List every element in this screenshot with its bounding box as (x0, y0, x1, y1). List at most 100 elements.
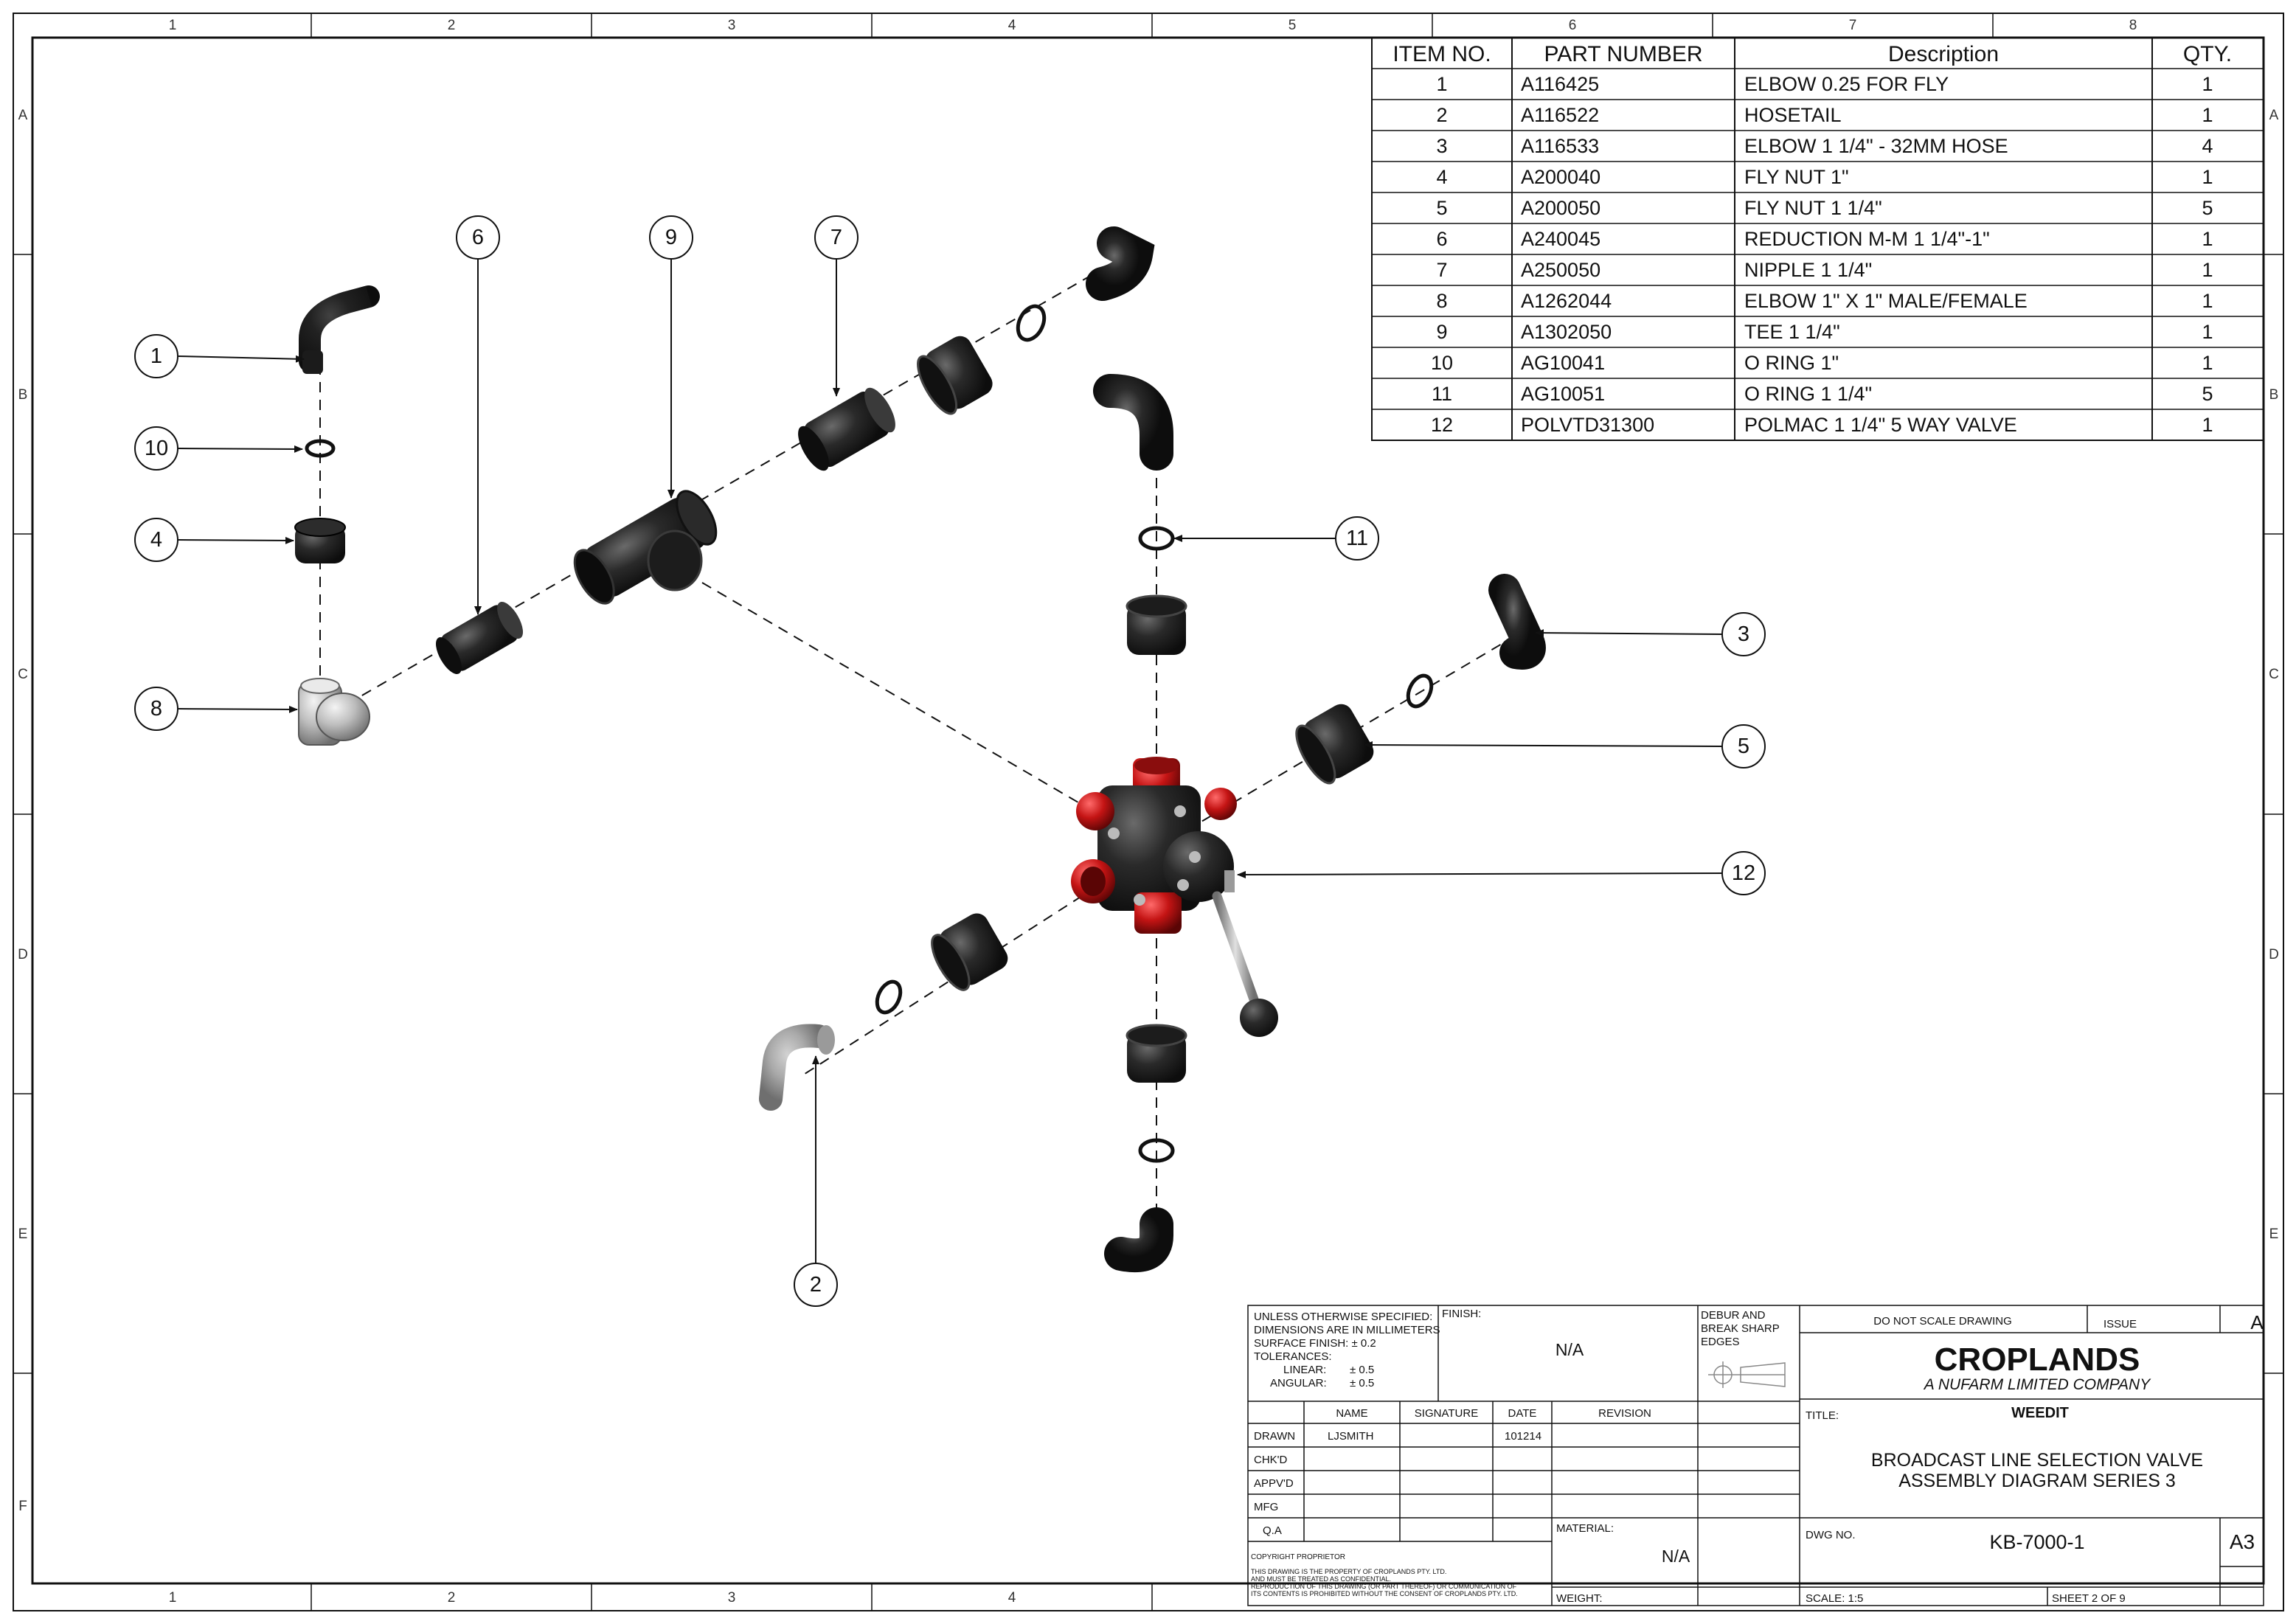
balloon-2-label: 2 (810, 1273, 822, 1297)
bom-cell-part: A240045 (1521, 228, 1600, 250)
o-ring-part-10 (305, 439, 336, 458)
bom-cell-desc: TEE 1 1/4" (1744, 321, 1840, 343)
debur-symbol (1708, 1361, 1786, 1388)
fly-nut-part-4 (294, 518, 346, 563)
bom-cell-item: 4 (1436, 166, 1447, 188)
zone-col-7-top: 7 (1849, 18, 1857, 33)
balloon-10: 10 (134, 426, 178, 471)
bom-cell-part: A116425 (1521, 73, 1599, 95)
tb-material: N/A (1662, 1547, 1690, 1566)
o-ring-part-11-b (1138, 526, 1175, 551)
bom-cell-part: A250050 (1521, 259, 1600, 281)
balloon-9: 9 (649, 215, 693, 260)
bom-cell-qty: 1 (2202, 414, 2213, 436)
bom-cell-desc: ELBOW 0.25 FOR FLY (1744, 73, 1949, 95)
tb-copyright-1: THIS DRAWING IS THE PROPERTY OF CROPLAND… (1251, 1568, 1446, 1575)
bom-cell-desc: POLMAC 1 1/4" 5 WAY VALVE (1744, 414, 2017, 436)
fly-nut-part-5-c (1295, 704, 1374, 785)
zinc-elbow-part-8 (298, 678, 370, 746)
bom-cell-qty: 5 (2202, 197, 2213, 219)
tb-copyright-4: ITS CONTENTS IS PROHIBITED WITHOUT THE C… (1251, 1590, 1518, 1597)
bom-cell-part: A200050 (1521, 197, 1600, 219)
elbow-fly-part-1 (299, 285, 380, 374)
bom-cell-desc: FLY NUT 1 1/4" (1744, 197, 1882, 219)
o-ring-part-10-b (875, 979, 903, 1015)
bom-header-desc: Description (1888, 42, 1999, 66)
balloon-7: 7 (814, 215, 859, 260)
bom-cell-part: A200040 (1521, 166, 1600, 188)
tb-size: A3 (2230, 1530, 2255, 1553)
tb-material-label: MATERIAL: (1556, 1522, 1614, 1535)
bom-cell-part: A1302050 (1521, 321, 1612, 343)
zone-col-2-bottom: 2 (448, 1590, 456, 1606)
bom-cell-part: A1262044 (1521, 290, 1612, 312)
zone-row-f-left: F (18, 1499, 27, 1514)
balloon-10-label: 10 (145, 437, 168, 460)
bom-cell-item: 3 (1436, 135, 1447, 157)
zone-row-e-right: E (2269, 1226, 2279, 1242)
bom-cell-desc: O RING 1" (1744, 352, 1839, 374)
tb-issue-label: ISSUE (2103, 1318, 2137, 1330)
tb-title-main: WEEDIT (2011, 1405, 2069, 1421)
tb-spec-2: DIMENSIONS ARE IN MILLIMETERS (1254, 1324, 1440, 1336)
o-ring-part-11-a (1016, 304, 1047, 342)
zone-col-4-top: 4 (1008, 18, 1016, 33)
bom-header-qty: QTY. (2183, 42, 2232, 66)
title-block: UNLESS OTHERWISE SPECIFIED: DIMENSIONS A… (1247, 1305, 2264, 1606)
bom-cell-desc: REDUCTION M-M 1 1/4"-1" (1744, 228, 1990, 250)
nipple-part-7 (798, 387, 895, 471)
tb-issue: A (2250, 1311, 2264, 1333)
zone-col-5-top: 5 (1289, 18, 1297, 33)
company-sub: A NUFARM LIMITED COMPANY (1923, 1376, 2151, 1393)
bom-cell-item: 2 (1436, 104, 1447, 126)
elbow-part-3-b (1093, 374, 1173, 471)
tb-role-qa: Q.A (1263, 1524, 1282, 1537)
zone-row-c-right: C (2269, 667, 2279, 682)
tb-finish-label: FINISH: (1442, 1308, 1481, 1320)
zone-row-d-right: D (2269, 947, 2279, 962)
tb-spec-3: SURFACE FINISH: ± 0.2 (1254, 1337, 1376, 1350)
tb-tol-angular-label: ANGULAR: (1270, 1377, 1327, 1389)
tb-dwg-no-label: DWG NO. (1806, 1529, 1856, 1541)
balloon-2: 2 (794, 1263, 838, 1307)
balloon-3-label: 3 (1738, 622, 1749, 646)
fly-nut-part-5-d (1126, 1024, 1187, 1083)
tee-part-9 (573, 490, 718, 605)
balloon-8: 8 (134, 687, 178, 731)
o-ring-part-11-d (1138, 1138, 1175, 1163)
fly-nut-part-5-e (931, 913, 1008, 991)
tb-title-line1: BROADCAST LINE SELECTION VALVE (1871, 1450, 2203, 1471)
bom-cell-item: 10 (1431, 352, 1453, 374)
bom-cell-qty: 1 (2202, 259, 2213, 281)
bom-cell-item: 9 (1436, 321, 1447, 343)
fly-nut-part-5-b (1126, 594, 1187, 655)
tb-do-not-scale: DO NOT SCALE DRAWING (1873, 1315, 2012, 1328)
bom-cell-item: 8 (1436, 290, 1447, 312)
tb-role-drawn: DRAWN (1254, 1430, 1295, 1443)
elbow-part-3-c (1488, 574, 1546, 670)
o-ring-part-11-c (1406, 673, 1434, 709)
bom-cell-desc: ELBOW 1" X 1" MALE/FEMALE (1744, 290, 2028, 312)
tb-drawn-name: LJSMITH (1328, 1430, 1374, 1443)
zone-row-a-left: A (18, 108, 28, 123)
reduction-part-6 (435, 602, 524, 674)
balloon-7-label: 7 (830, 226, 842, 249)
company-logo-text: CROPLANDS (1935, 1342, 2140, 1378)
bom-cell-desc: NIPPLE 1 1/4" (1744, 259, 1872, 281)
zone-col-1-top: 1 (169, 18, 177, 33)
tb-tol-angular: ± 0.5 (1350, 1377, 1374, 1389)
balloon-4-label: 4 (150, 528, 162, 552)
bom-cell-desc: ELBOW 1 1/4" - 32MM HOSE (1744, 135, 2008, 157)
zone-col-4-bottom: 4 (1008, 1590, 1016, 1606)
tb-sheet: SHEET 2 OF 9 (2052, 1592, 2126, 1605)
tb-dwg-no: KB-7000-1 (1989, 1531, 2084, 1553)
bom-header-part: PART NUMBER (1544, 42, 1702, 66)
zone-col-1-bottom: 1 (169, 1590, 177, 1606)
